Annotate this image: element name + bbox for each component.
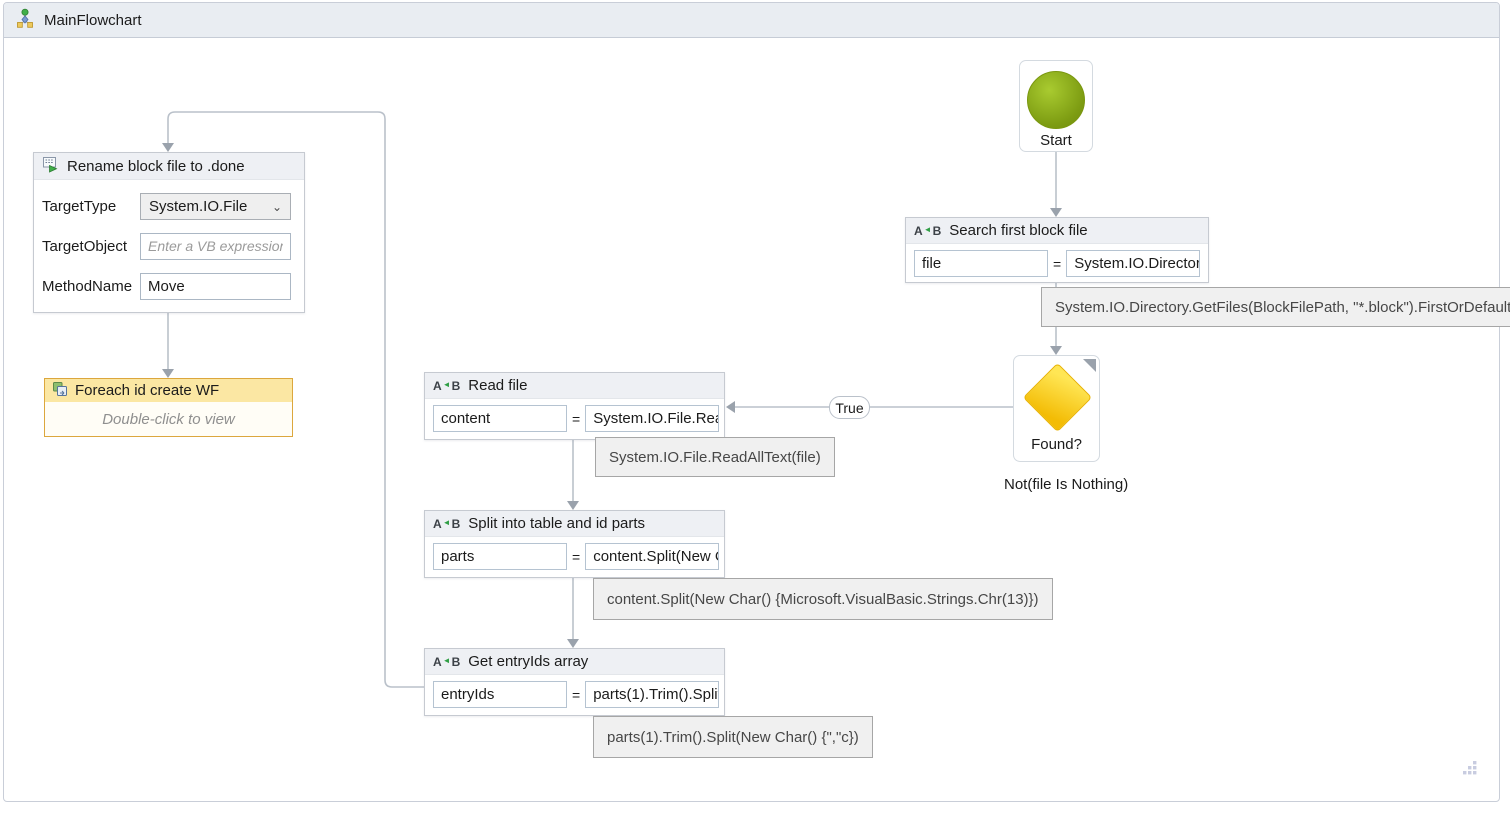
flowchart-icon [15,8,35,32]
targettype-value: System.IO.File [149,198,248,215]
tooltip-search-expression: System.IO.Directory.GetFiles(BlockFilePa… [1041,287,1510,327]
invoke-method-icon [42,156,59,177]
targettype-label: TargetType [42,198,117,215]
targetobject-label: TargetObject [42,238,128,255]
assign-value-field[interactable]: content.Split(New Char() {Microsoft.Visu… [585,543,720,570]
activity-title: Rename block file to .done [67,157,245,175]
activity-search-first-block-file[interactable]: A◄B Search first block file file = Syste… [905,217,1209,283]
targetobject-input[interactable] [140,233,291,260]
activity-title: Read file [468,377,528,394]
decision-found[interactable]: Found? [1013,355,1100,462]
decision-condition-text: Not(file Is Nothing) [1004,476,1129,493]
assign-value-field[interactable]: parts(1).Trim().Split(New Char() {","c}) [585,681,720,708]
methodname-input[interactable] [140,273,291,300]
methodname-label: MethodName [42,278,133,295]
activity-title: Foreach id create WF [75,382,220,399]
tooltip-read-expression: System.IO.File.ReadAllText(file) [595,437,835,477]
assign-icon: A◄B [433,516,461,531]
corner-adorner-icon[interactable] [1083,359,1096,372]
activity-title: Split into table and id parts [468,515,646,532]
tooltip-split-expression: content.Split(New Char() {Microsoft.Visu… [593,578,1053,620]
assign-value-field[interactable]: System.IO.Directory.GetFiles(BlockFilePa… [1066,250,1201,277]
activity-title: Get entryIds array [468,653,589,670]
branch-true-label: True [829,396,870,419]
foreach-hint[interactable]: Double-click to view [102,410,235,428]
assign-to-field[interactable]: entryIds [433,681,567,708]
start-circle-icon [1027,71,1085,129]
assign-icon: A◄B [433,654,461,669]
start-label: Start [1040,132,1072,149]
decision-diamond-icon [1022,362,1093,433]
activity-foreach-id-create-wf[interactable]: Foreach id create WF Double-click to vie… [44,378,293,437]
start-node[interactable]: Start [1019,60,1093,152]
activity-split-into-parts[interactable]: A◄B Split into table and id parts parts … [424,510,725,578]
activity-title: Search first block file [949,222,1088,239]
assign-value-field[interactable]: System.IO.File.ReadAllText(file) [585,405,720,432]
activity-get-entryids-array[interactable]: A◄B Get entryIds array entryIds = parts(… [424,648,725,716]
assign-icon: A◄B [914,223,942,238]
activity-rename-block-file[interactable]: Rename block file to .done TargetType Sy… [33,152,305,313]
assign-to-field[interactable]: file [914,250,1048,277]
invoke-workflow-icon [52,381,68,401]
assign-to-field[interactable]: content [433,405,567,432]
tooltip-entryids-expression: parts(1).Trim().Split(New Char() {","c}) [593,716,873,758]
activity-read-file[interactable]: A◄B Read file content = System.IO.File.R… [424,372,725,440]
assign-to-field[interactable]: parts [433,543,567,570]
targettype-dropdown[interactable]: System.IO.File ⌄ [140,193,291,220]
resize-grip[interactable] [1462,760,1478,781]
flowchart-titlebar[interactable]: MainFlowchart [4,3,1499,38]
decision-label: Found? [1031,436,1082,453]
assign-icon: A◄B [433,378,461,393]
flowchart-title: MainFlowchart [44,11,142,29]
